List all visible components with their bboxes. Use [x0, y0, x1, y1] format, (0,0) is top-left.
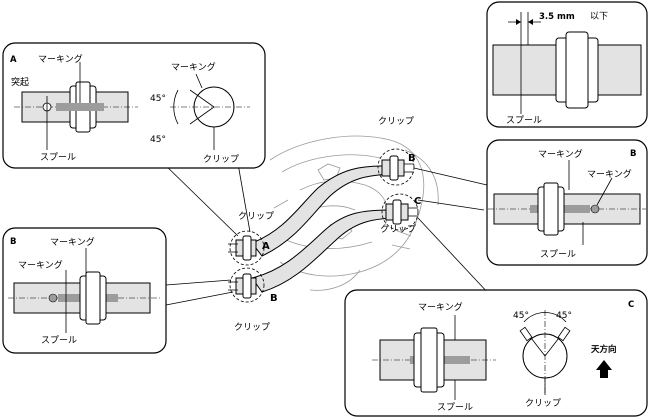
callout-b-main-lower: B — [270, 293, 278, 304]
panel-a-spool-label: スプール — [40, 152, 76, 163]
callout-a-main: A — [262, 241, 270, 252]
panel-a-clip-label: クリップ — [203, 154, 239, 165]
panel-b-left-title: B — [10, 237, 16, 247]
panel-a-angle-bottom: 45° — [150, 135, 166, 145]
detail-panel-a: A マーキング 突起 スプール マーキング 45° 45° クリップ — [2, 42, 266, 169]
detail-panel-b-left: B マーキング マーキング スプール — [2, 227, 167, 354]
panel-b-right-marking-top: マーキング — [538, 148, 583, 160]
panel-b-right-spool-label: スプール — [540, 249, 576, 260]
detail-panel-clearance: 3.5 mm 以下 スプール — [486, 1, 648, 128]
clip-label-left-bottom: クリップ — [234, 322, 270, 333]
clearance-spool-label: スプール — [506, 115, 542, 126]
callout-circles — [229, 148, 419, 303]
panel-c-angle-right: 45° — [556, 311, 572, 321]
panel-b-left-marking-top: マーキング — [50, 236, 95, 248]
panel-a-protrusion-label: 突起 — [11, 76, 29, 88]
clearance-value: 3.5 mm — [539, 12, 575, 22]
panel-c-upward-label: 天方向 — [591, 344, 617, 355]
callout-c-main: C — [414, 196, 421, 207]
panel-b-right-title: B — [630, 149, 636, 159]
detail-panel-c: C マーキング 45° 45° 天方向 スプール クリップ — [344, 289, 648, 417]
panel-c-angle-left: 45° — [513, 311, 529, 321]
panel-a-angle-top: 45° — [150, 94, 166, 104]
panel-c-spool-label: スプール — [437, 402, 473, 413]
panel-c-marking-label: マーキング — [418, 301, 463, 313]
panel-a-title: A — [10, 55, 17, 65]
clip-label-right-top: クリップ — [378, 116, 414, 127]
clearance-qualifier: 以下 — [590, 12, 608, 22]
callout-b-main-upper: B — [408, 153, 416, 164]
detail-panel-b-right: B マーキング マーキング スプール — [486, 139, 648, 266]
panel-a-marking-label: マーキング — [38, 53, 83, 65]
panel-b-right-marking-right: マーキング — [587, 168, 632, 180]
panel-b-left-marking-left: マーキング — [18, 259, 63, 271]
panel-c-title: C — [628, 300, 634, 310]
clip-label-right-bottom: クリップ — [380, 224, 416, 235]
clip-label-left-top: クリップ — [238, 211, 274, 222]
panel-b-left-spool-label: スプール — [41, 335, 77, 346]
heater-hoses — [228, 155, 418, 299]
panel-c-clip-label: クリップ — [525, 398, 561, 409]
panel-a-marking-endview: マーキング — [171, 61, 216, 73]
